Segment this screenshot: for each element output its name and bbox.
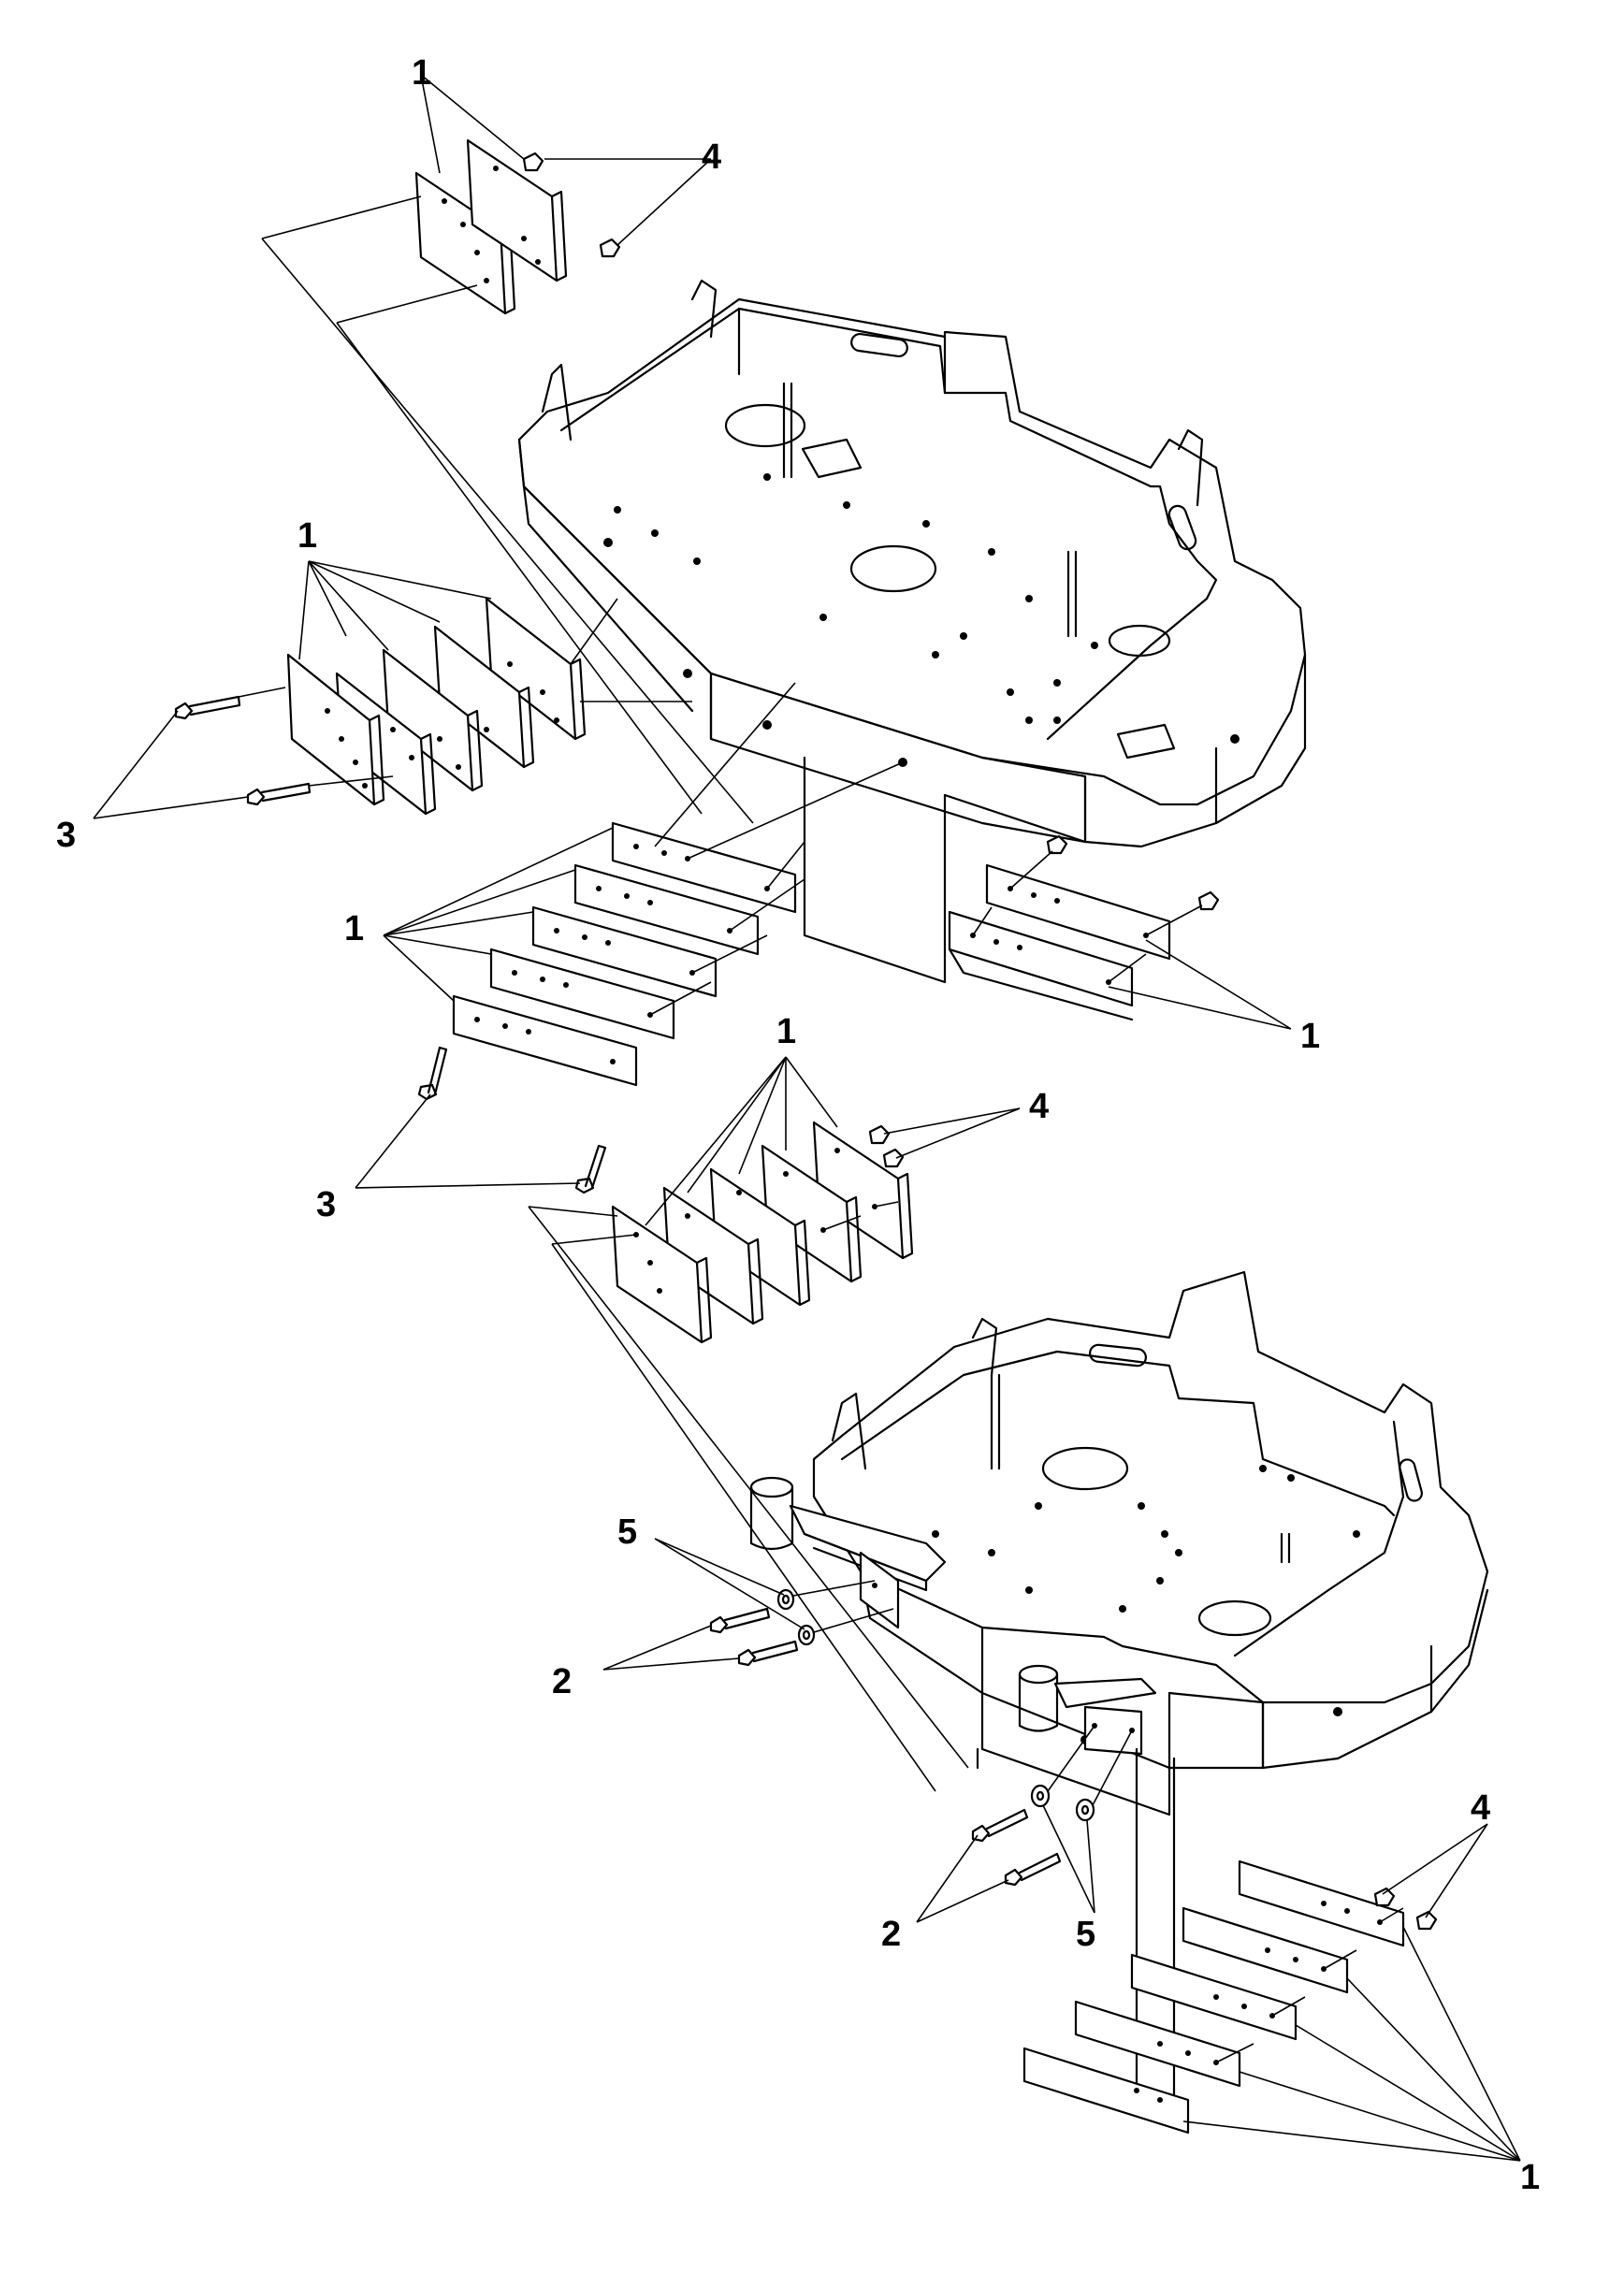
callout-labels: 1 4 1 3 1 1 3 1 4 5 2 2 5 4 1 xyxy=(56,53,1540,2197)
bolt-bottom-2 xyxy=(1004,1852,1062,1887)
callout-top-left-1: 1 xyxy=(412,53,431,93)
lower-front-hardware xyxy=(916,1725,1133,1923)
nut-top-1 xyxy=(522,152,544,172)
bolt-center-1 xyxy=(417,1046,448,1101)
lower-mower-deck xyxy=(749,1270,1489,2106)
right-plate-pair xyxy=(944,795,1292,1030)
upper-mower-deck xyxy=(517,279,1307,984)
hanger-arm-front xyxy=(1018,1664,1157,1756)
washer-bottom-1 xyxy=(1030,1784,1051,1808)
center-vertical-plate-stack xyxy=(528,1056,1021,1792)
callout-bottom-5: 5 xyxy=(1076,1915,1095,1954)
nut-bottom-right-1 xyxy=(1373,1887,1396,1907)
bolt-lower-2 xyxy=(737,1640,799,1667)
mid-left-plate-stack xyxy=(93,560,692,819)
nut-top-2 xyxy=(599,238,621,258)
callout-top-left-4: 4 xyxy=(702,137,721,177)
callout-bottom-right-1: 1 xyxy=(1520,2158,1540,2197)
lower-left-hardware xyxy=(602,1538,894,1671)
nut-right-1 xyxy=(1046,834,1068,855)
callout-bottom-right-4: 4 xyxy=(1471,1788,1490,1828)
bottom-right-plate-stack xyxy=(1022,1823,1521,2162)
callout-mid-left-1: 1 xyxy=(297,516,317,556)
washer-lower-2 xyxy=(797,1624,816,1646)
callout-center-stack-1: 1 xyxy=(776,1012,796,1051)
bolt-mid-2 xyxy=(246,782,312,806)
bolt-mid-1 xyxy=(174,695,241,720)
nut-center-1 xyxy=(868,1124,891,1145)
hanger-arm-left xyxy=(749,1476,947,1629)
bolt-lower-1 xyxy=(709,1607,771,1634)
center-plate-stack xyxy=(355,682,904,1194)
callout-right-1: 1 xyxy=(1300,1017,1320,1056)
callout-bottom-2: 2 xyxy=(881,1915,901,1954)
nut-center-2 xyxy=(882,1148,905,1168)
nut-bottom-right-2 xyxy=(1415,1910,1438,1931)
callout-lower-5: 5 xyxy=(617,1512,637,1552)
deck-holes xyxy=(614,473,1098,724)
nut-right-2 xyxy=(1197,890,1220,911)
callout-center-stack-4: 4 xyxy=(1029,1087,1049,1126)
bolt-center-2 xyxy=(574,1144,607,1194)
callout-mid-left-3: 3 xyxy=(56,816,76,855)
callout-center-1: 1 xyxy=(344,909,364,948)
top-left-plate-group xyxy=(261,74,754,824)
callout-center-3: 3 xyxy=(316,1185,336,1224)
bolt-bottom-1 xyxy=(971,1808,1029,1843)
washer-bottom-2 xyxy=(1075,1798,1095,1822)
callout-lower-2: 2 xyxy=(552,1662,572,1701)
